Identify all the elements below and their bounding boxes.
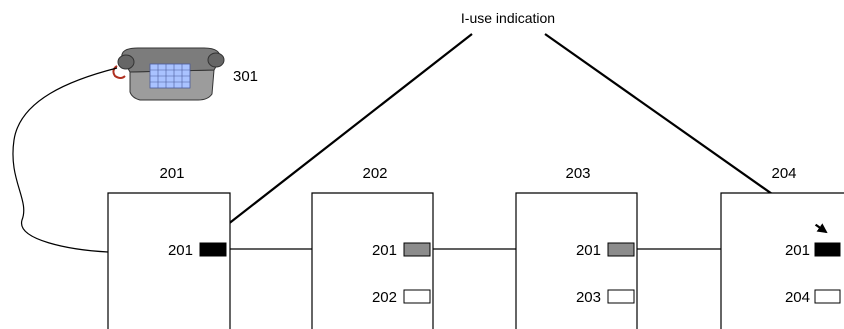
unit-title: 204 — [771, 165, 796, 182]
unit-title: 203 — [565, 165, 590, 182]
line-indicator-gray — [403, 242, 431, 257]
line-label: 203 — [576, 289, 601, 306]
line-label: 201 — [168, 242, 193, 259]
line-indicator-empty — [814, 289, 841, 304]
unit-204: 204 201 204 — [720, 165, 844, 329]
unit-201: 201 201 — [107, 165, 231, 329]
line-label: 201 — [785, 242, 810, 259]
line-indicator-filled — [199, 242, 227, 257]
unit-title: 201 — [159, 165, 184, 182]
line-label: 204 — [785, 289, 810, 306]
annotation-label: I-use indication — [461, 10, 555, 26]
phone-cord — [12, 67, 118, 253]
line-indicator-empty — [403, 289, 431, 304]
phone-label: 301 — [233, 68, 258, 85]
line-indicator-gray — [607, 242, 635, 257]
line-label: 201 — [576, 242, 601, 259]
telephone-icon — [112, 47, 225, 101]
unit-202: 202 201 202 — [311, 165, 434, 329]
line-indicator-empty — [607, 289, 635, 304]
arrow-to-unit-201 — [216, 33, 473, 234]
line-label: 202 — [372, 289, 397, 306]
unit-title: 202 — [362, 165, 387, 182]
line-indicator-filled — [814, 242, 841, 257]
unit-203: 203 201 203 — [515, 165, 638, 329]
line-label: 201 — [372, 242, 397, 259]
